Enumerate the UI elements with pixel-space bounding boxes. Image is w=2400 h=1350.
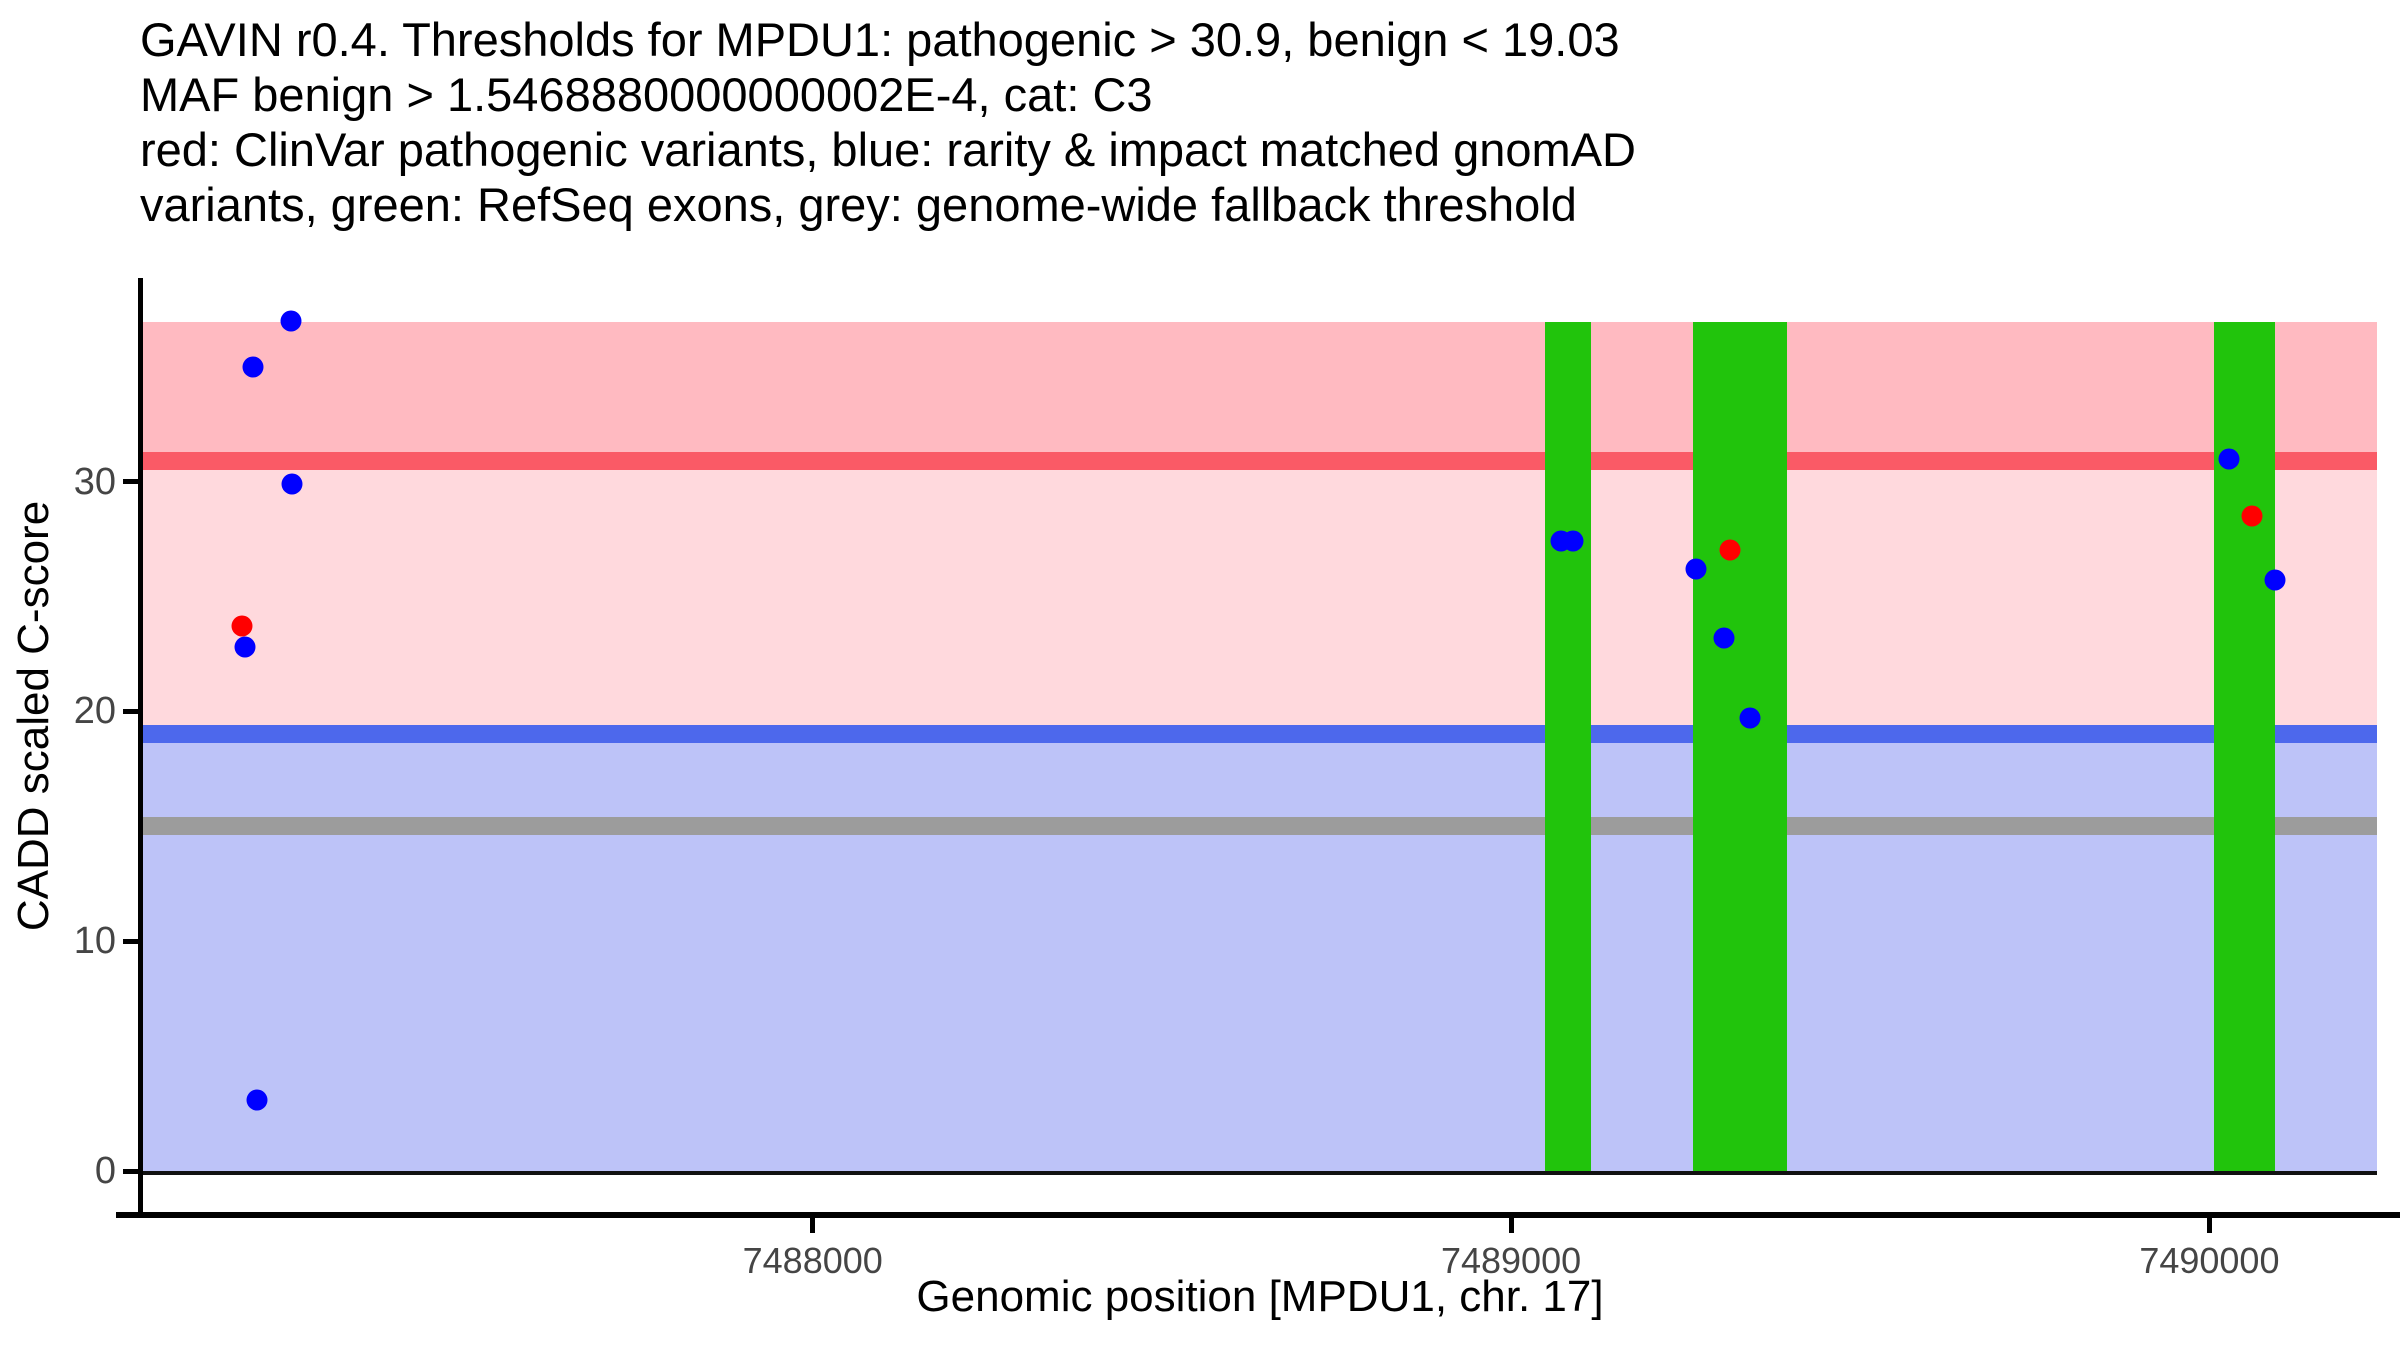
x-tick-label: 7489000 [1440, 1240, 1582, 1281]
y-tick-label: 10 [73, 920, 116, 963]
y-tick [123, 479, 138, 485]
y-tick-label: 30 [73, 460, 116, 503]
band-uncertain [143, 460, 2377, 734]
chart-title: GAVIN r0.4. Thresholds for MPDU1: pathog… [140, 12, 1636, 232]
data-point [242, 356, 264, 378]
y-tick [123, 1168, 138, 1174]
y-tick-label: 20 [73, 690, 116, 733]
x-tick-label: 7490000 [2139, 1240, 2280, 1281]
x-tick [810, 1218, 816, 1233]
band-benign [143, 733, 2377, 1171]
x-axis-label: Genomic position [MPDU1, chr. 17] [916, 1272, 1604, 1321]
data-point [231, 615, 253, 637]
threshold-line-benign [143, 724, 2377, 743]
data-point [1713, 627, 1735, 649]
data-point [1685, 558, 1707, 580]
title-line-2: MAF benign > 1.5468880000000002E-4, cat:… [140, 68, 1153, 121]
data-point [281, 473, 303, 495]
data-point [1562, 530, 1583, 552]
y-axis-label: CADD scaled C-score [9, 500, 58, 932]
data-point [1739, 707, 1761, 729]
data-point [2264, 569, 2286, 591]
data-point [246, 1089, 268, 1111]
x-axis-line [116, 1212, 2400, 1218]
zero-baseline [143, 1171, 2377, 1175]
exon-bar [1693, 321, 1787, 1171]
threshold-line-pathogenic [143, 451, 2377, 470]
exon-bar [1545, 321, 1591, 1171]
data-point [280, 310, 302, 332]
title-line-3: red: ClinVar pathogenic variants, blue: … [140, 123, 1636, 176]
data-point [234, 636, 256, 658]
y-axis-line [138, 278, 143, 1218]
title-line-1: GAVIN r0.4. Thresholds for MPDU1: pathog… [140, 13, 1620, 66]
threshold-line-fallback [143, 817, 2377, 836]
y-tick [123, 938, 138, 944]
title-line-4: variants, green: RefSeq exons, grey: gen… [140, 178, 1577, 231]
band-pathogenic [143, 321, 2377, 461]
y-tick-label: 0 [94, 1150, 116, 1192]
data-point [1719, 539, 1741, 561]
x-tick [2206, 1218, 2212, 1233]
y-tick [123, 708, 138, 714]
x-tick [1508, 1218, 1514, 1233]
data-point [2241, 505, 2263, 527]
data-point [2218, 448, 2240, 470]
x-tick-label: 7488000 [742, 1240, 883, 1281]
